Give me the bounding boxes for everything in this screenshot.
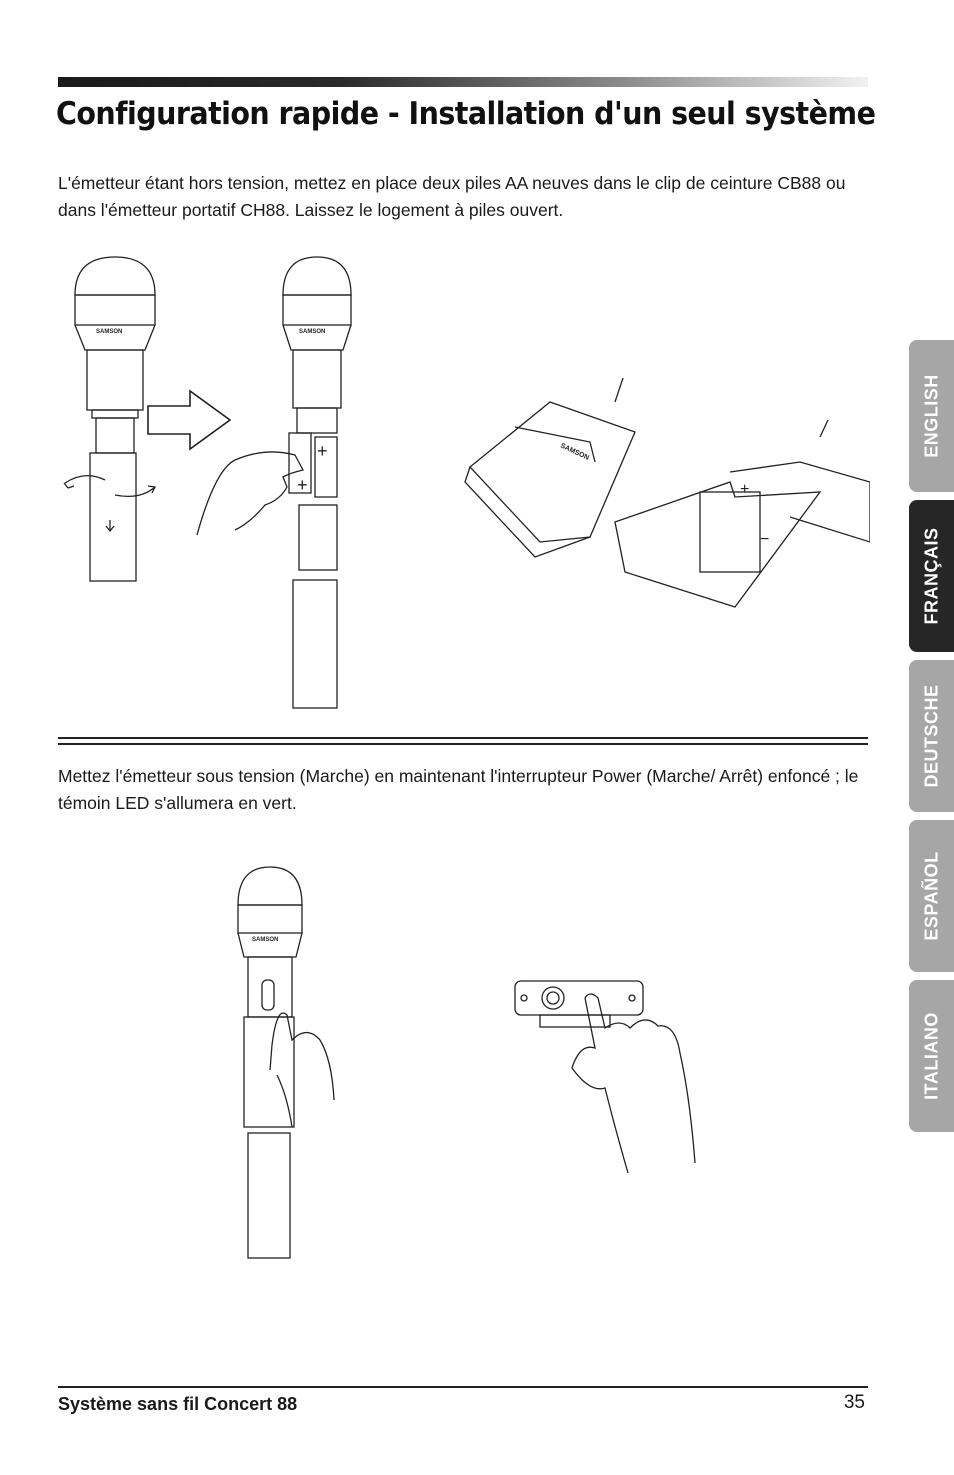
plus-sign: + <box>317 441 328 461</box>
tab-deutsche[interactable]: DEUTSCHE <box>909 660 954 812</box>
step-2-instructions: Mettez l'émetteur sous tension (Marche) … <box>58 766 859 813</box>
page-number: 35 <box>843 1392 865 1413</box>
tab-italiano[interactable]: ITALIANO <box>909 980 954 1132</box>
tab-label: FRANÇAIS <box>921 527 941 625</box>
section-divider <box>58 737 868 745</box>
plus-sign: + <box>740 481 749 498</box>
tab-english[interactable]: ENGLISH <box>909 340 954 492</box>
handheld-power-switch-illustration: SAMSON <box>237 866 335 1259</box>
step-1-instructions: L'émetteur étant hors tension, mettez en… <box>58 173 846 220</box>
footer-divider <box>58 1386 868 1388</box>
footer-product-name: Système sans fil Concert 88 <box>58 1394 298 1414</box>
minus-sign: − <box>760 531 769 548</box>
tab-label: ENGLISH <box>921 374 941 458</box>
plus-sign: + <box>297 475 308 495</box>
tab-label: DEUTSCHE <box>921 684 941 788</box>
beltpack-power-switch-illustration <box>514 980 696 1174</box>
tab-espanol[interactable]: ESPAÑOL <box>909 820 954 972</box>
handheld-battery-insert-illustration: SAMSON + + <box>196 256 352 709</box>
tab-francais[interactable]: FRANÇAIS <box>909 500 954 652</box>
brand-label: SAMSON <box>252 937 278 943</box>
header-gradient-bar <box>58 77 868 87</box>
tab-label: ITALIANO <box>921 1012 941 1100</box>
brand-label: SAMSON <box>96 329 122 335</box>
beltpack-illustration: SAMSON + − <box>464 377 870 608</box>
page-title: Configuration rapide - Installation d'un… <box>56 96 876 132</box>
tab-label: ESPAÑOL <box>921 851 941 941</box>
handheld-mic-open-illustration: SAMSON <box>63 256 156 582</box>
brand-label: SAMSON <box>299 329 325 335</box>
right-arrow-icon <box>147 389 232 451</box>
